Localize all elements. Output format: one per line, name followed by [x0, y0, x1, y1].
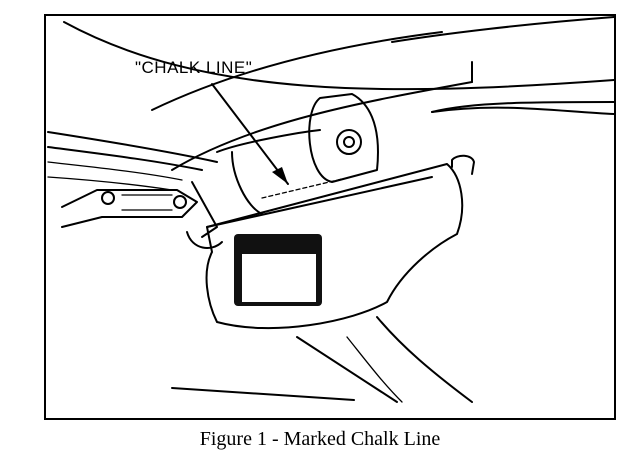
rod-end-cap [308, 93, 379, 183]
visor-clip [451, 154, 475, 175]
chalk-line-mark [261, 178, 343, 199]
bracket-screw-left [101, 191, 115, 205]
visor-bottom-line [171, 387, 355, 401]
figure-frame [44, 14, 616, 420]
visor-rod-top [171, 81, 473, 171]
vanity-mirror-glass [242, 254, 316, 302]
visor-panel [216, 129, 321, 153]
pivot-nut [336, 129, 362, 155]
windshield-frame-top [47, 131, 218, 163]
sun-visor-illustration [47, 16, 614, 403]
callout-arrowhead [272, 167, 288, 184]
bracket-screw-right [173, 195, 187, 209]
hinge-bracket [61, 189, 198, 228]
visor-lower-panel [205, 163, 464, 330]
visor-rod-bottom [206, 176, 433, 228]
figure-caption: Figure 1 - Marked Chalk Line [199, 428, 441, 450]
roof-header-line [63, 21, 614, 91]
roof-curve-inner [151, 31, 443, 111]
chalk-line-callout: "CHALK LINE" [135, 58, 253, 77]
callout-arrow-shaft [211, 83, 289, 185]
